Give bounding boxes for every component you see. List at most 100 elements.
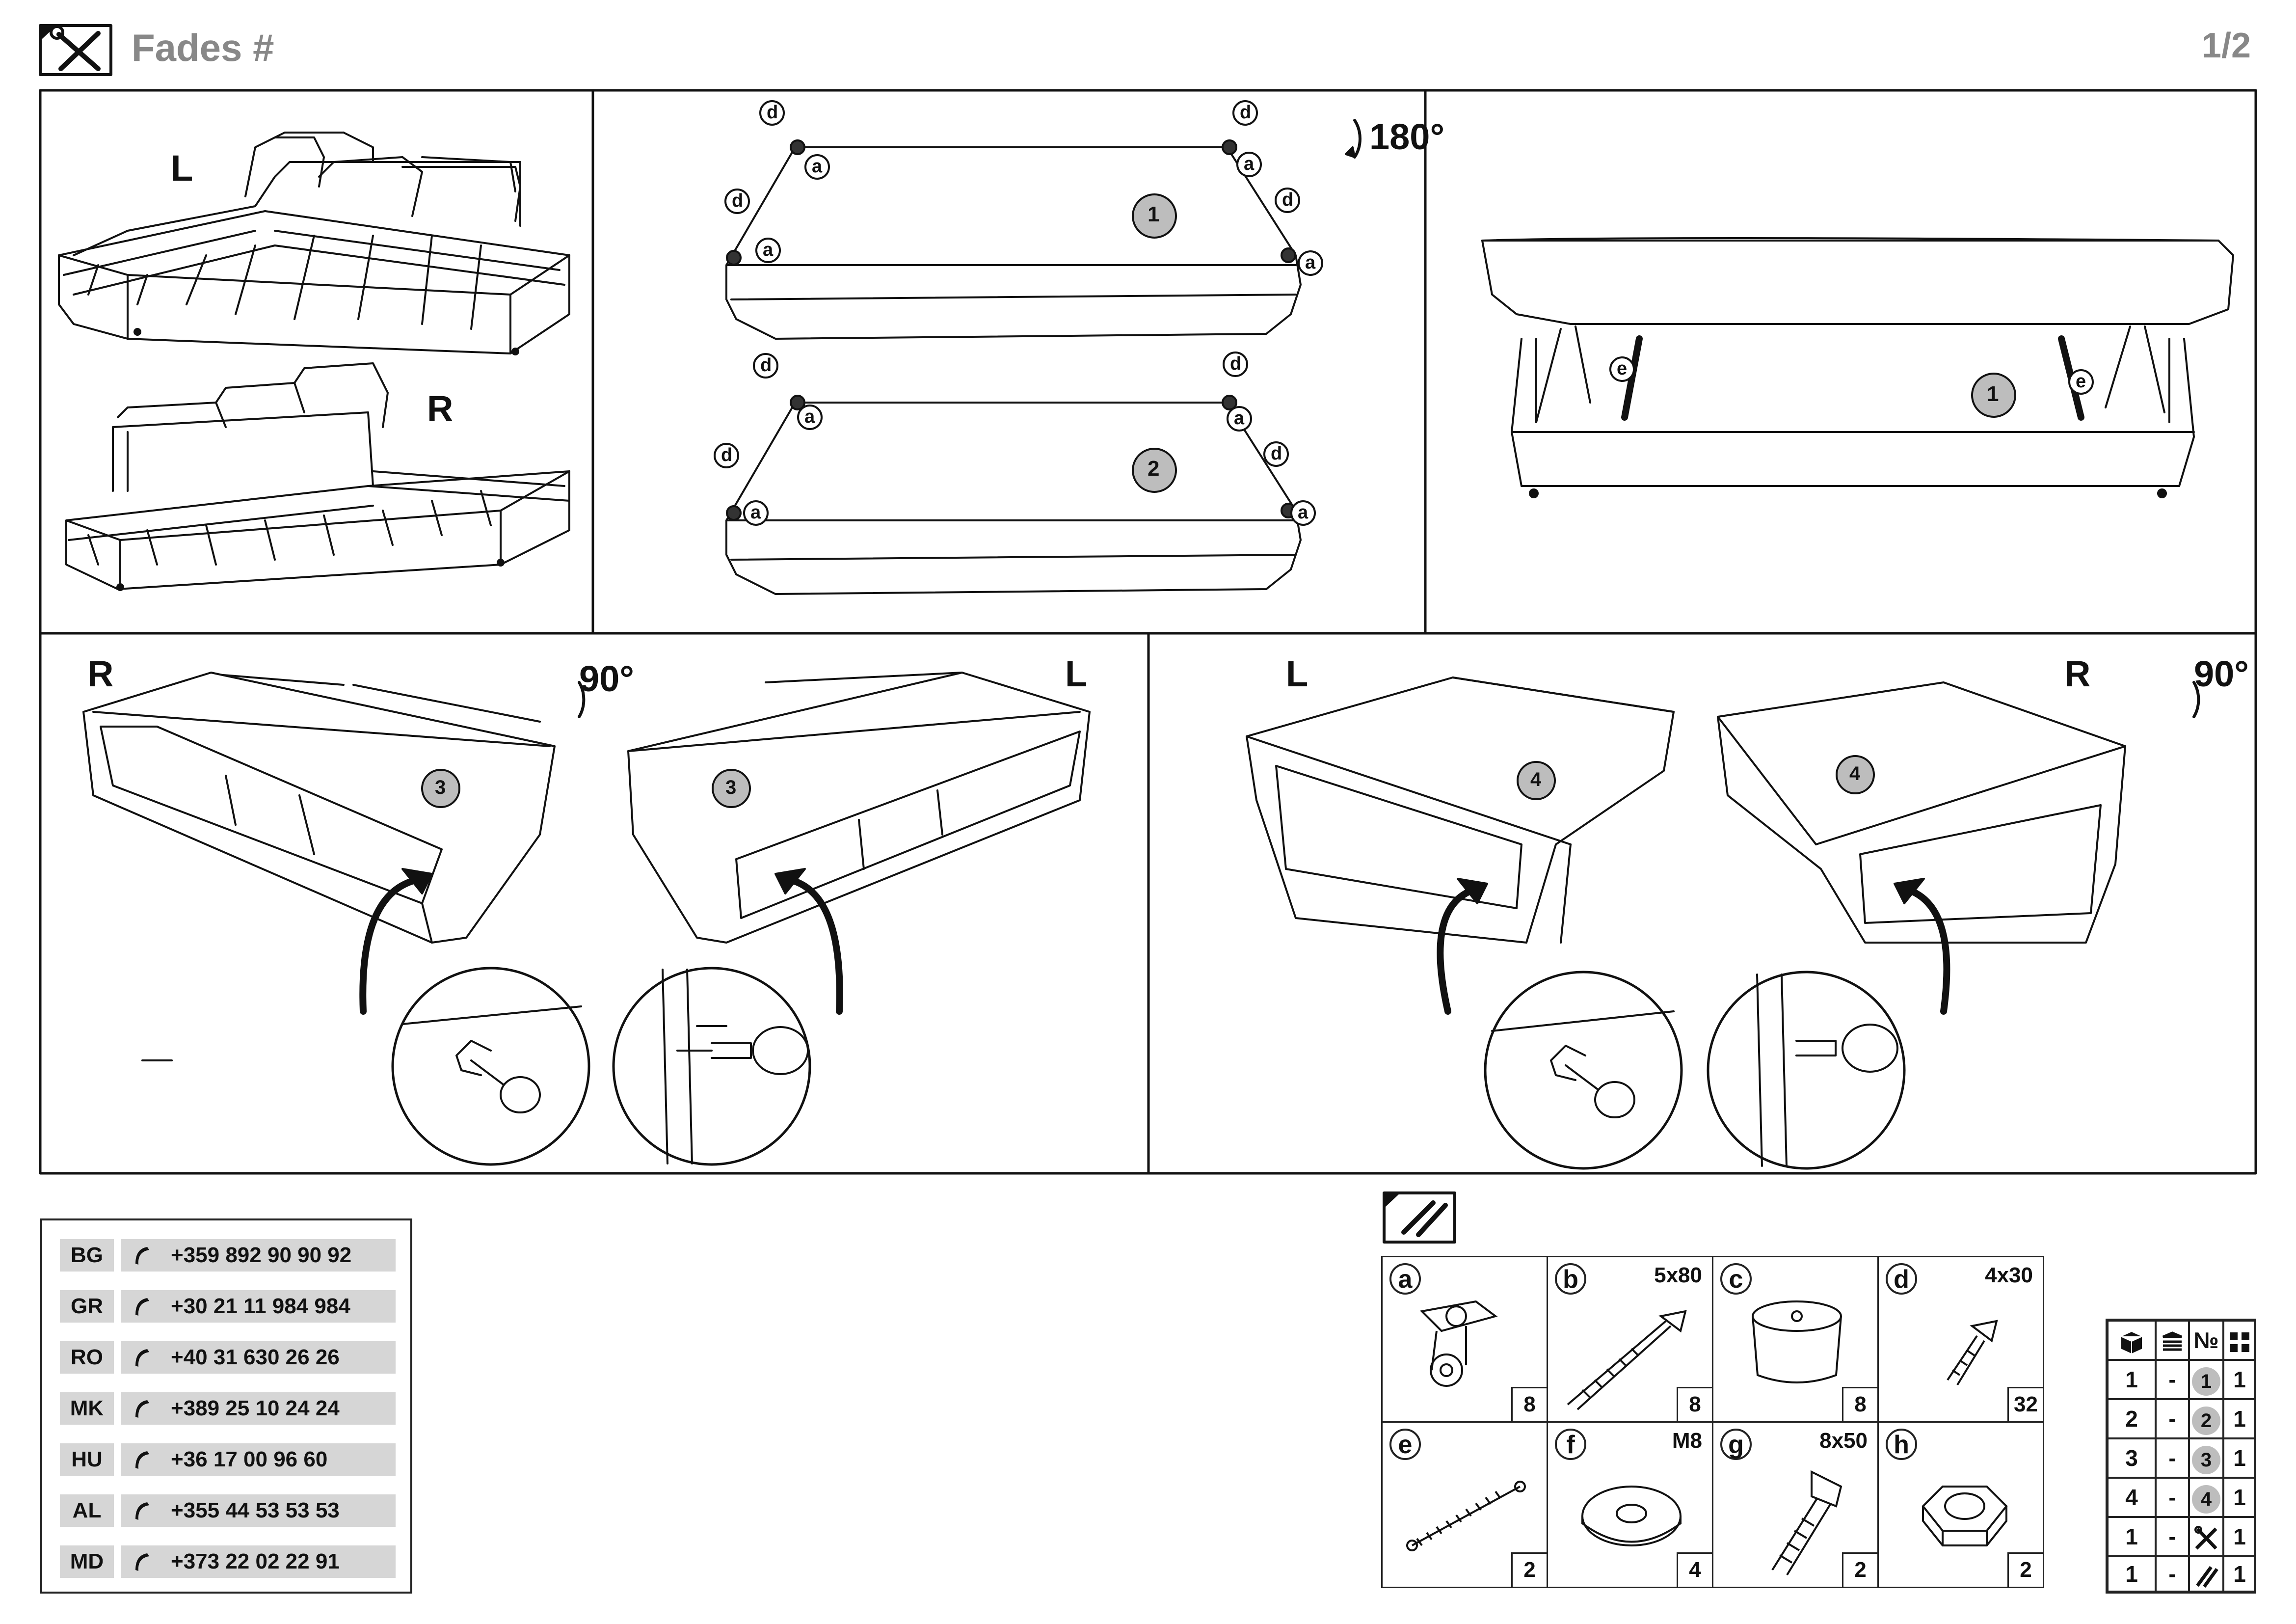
phone-field: +373 22 02 22 91 [121, 1545, 396, 1578]
quantity: 1 [2223, 1478, 2256, 1517]
grid-icon [2223, 1321, 2256, 1360]
quantity: 1 [2223, 1556, 2256, 1592]
boxes-count: 3 [2108, 1438, 2156, 1478]
rotate-180-arrow [1353, 119, 1362, 159]
small-screw-icon [1947, 1320, 1998, 1386]
quantity: 1 [2223, 1399, 2256, 1438]
part-4-badge: 4 [1849, 763, 1861, 785]
bolt-icon [1771, 1470, 1842, 1576]
panel4-right-label: R [2064, 653, 2091, 694]
frame-1-caster-drawing [725, 139, 1302, 340]
screwdriver-wrench-icon [39, 24, 112, 76]
dash: - [2156, 1556, 2189, 1592]
caster-wheel-icon [1419, 1300, 1498, 1387]
part-number: 1 [2189, 1360, 2223, 1399]
tag-a: a [804, 406, 815, 427]
phone-field: +40 31 630 26 26 [121, 1341, 396, 1374]
boxes-count: 1 [2108, 1517, 2156, 1556]
rotation-180-label: 180° [1369, 116, 1445, 157]
corner-sofa-left-drawing [58, 132, 570, 355]
dash: - [2156, 1360, 2189, 1399]
hardware-item-b: b 5x80 8 [1547, 1256, 1713, 1423]
screwdriver-wrench-icon [2189, 1517, 2223, 1556]
country-code: AL [60, 1494, 114, 1527]
hardware-bag-icon [2189, 1556, 2223, 1592]
box-icon [2108, 1321, 2156, 1360]
boxes-count: 1 [2108, 1360, 2156, 1399]
phone-number: +359 892 90 90 92 [171, 1243, 352, 1267]
page-number: 1/2 [2201, 26, 2251, 65]
tag-d: d [1282, 189, 1294, 210]
hardware-qty: 4 [1677, 1552, 1712, 1587]
phone-field: +36 17 00 96 60 [121, 1443, 396, 1476]
rotation-90-label: 90° [579, 658, 634, 699]
hardware-letter: g [1720, 1429, 1752, 1460]
quantity: 1 [2223, 1517, 2256, 1556]
contact-row: RO +40 31 630 26 26 [60, 1341, 396, 1374]
wood-screw-icon [1567, 1310, 1687, 1410]
phone-field: +30 21 11 984 984 [121, 1290, 396, 1323]
hardware-size: 4x30 [1985, 1263, 2033, 1287]
hardware-item-g: g 8x50 2 [1712, 1421, 1879, 1588]
hardware-letter: b [1555, 1263, 1586, 1295]
armrest-3-right-drawing [82, 672, 556, 944]
tag-d: d [732, 190, 744, 211]
hardware-item-f: f M8 4 [1547, 1421, 1713, 1588]
tag-a: a [1305, 252, 1316, 273]
country-code: MK [60, 1392, 114, 1425]
sofa-left-label: L [171, 148, 193, 189]
tag-d: d [1230, 353, 1242, 374]
phone-number: +389 25 10 24 24 [171, 1396, 340, 1420]
dash: - [2156, 1438, 2189, 1478]
quantity: 1 [2223, 1438, 2256, 1478]
phone-number: +355 44 53 53 53 [171, 1498, 340, 1522]
armrest-3-left-drawing [627, 672, 1091, 944]
hardware-item-a: a 8 [1381, 1256, 1548, 1423]
phone-icon [135, 1502, 149, 1520]
hardware-qty: 8 [1511, 1387, 1547, 1421]
boxes-count: 2 [2108, 1399, 2156, 1438]
hardware-item-c: c 8 [1712, 1256, 1879, 1423]
panel4-left-label: L [1286, 653, 1308, 694]
tag-d: d [1271, 443, 1282, 464]
contact-row: HU +36 17 00 96 60 [60, 1443, 396, 1476]
part-1-badge: 1 [1148, 202, 1160, 226]
page-title: Fades # [132, 26, 274, 69]
phone-number: +40 31 630 26 26 [171, 1345, 340, 1369]
hardware-letter: a [1389, 1263, 1421, 1295]
tag-a: a [812, 156, 823, 177]
hardware-letter: d [1886, 1263, 1917, 1295]
tag-d: d [760, 355, 772, 376]
storage-lift-drawing [1481, 237, 2234, 498]
hardware-letter: f [1555, 1429, 1586, 1460]
zoom-detail-3 [1484, 971, 1683, 1170]
phone-icon [135, 1298, 149, 1316]
tag-d: d [721, 445, 733, 465]
contact-row: GR +30 21 11 984 984 [60, 1290, 396, 1323]
phone-icon [135, 1553, 149, 1571]
part-number: 4 [2189, 1478, 2223, 1517]
hardware-item-e: e 2 [1381, 1421, 1548, 1588]
dash: - [2156, 1478, 2189, 1517]
sofa-right-label: R [427, 388, 454, 429]
panel3-right-label: L [1065, 653, 1088, 694]
part-number: 3 [2189, 1438, 2223, 1478]
hardware-size: 5x80 [1654, 1263, 1702, 1287]
corner-sofa-right-drawing [65, 362, 570, 591]
zoom-detail-1 [391, 967, 590, 1166]
hardware-letter: h [1886, 1429, 1917, 1460]
phone-number: +373 22 02 22 91 [171, 1549, 340, 1573]
country-code: RO [60, 1341, 114, 1374]
packing-table: № 1 - 1 1 2 - 2 1 3 - 3 1 4 - 4 1 1 - 1 … [2106, 1319, 2256, 1594]
dash: - [2156, 1399, 2189, 1438]
tag-d: d [1240, 102, 1252, 123]
hardware-qty: 2 [2007, 1552, 2043, 1587]
hardware-qty: 8 [1842, 1387, 1877, 1421]
panel3-left-label: R [87, 653, 114, 694]
phone-field: +355 44 53 53 53 [121, 1494, 396, 1527]
part-3-badge: 3 [725, 777, 737, 798]
part-number: 2 [2189, 1399, 2223, 1438]
quantity: 1 [2223, 1360, 2256, 1399]
hardware-item-d: d 4x30 32 [1877, 1256, 2044, 1423]
armrest-4-left-drawing [1246, 677, 1675, 944]
